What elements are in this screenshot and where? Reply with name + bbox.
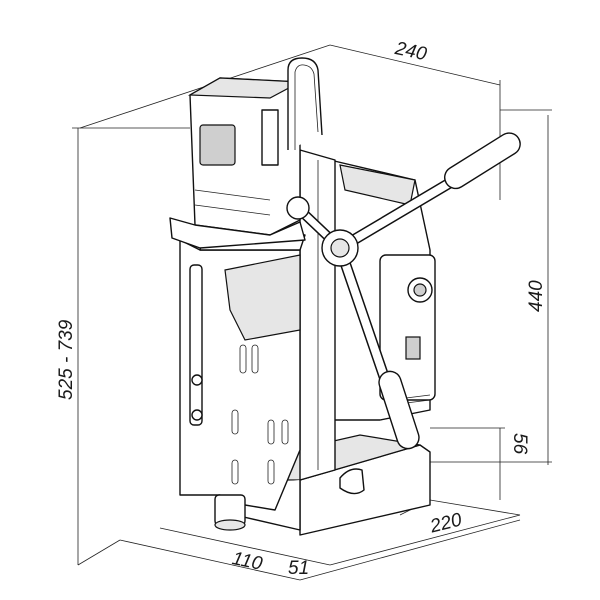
magnetic-drill-machine: [169, 57, 521, 536]
dim-offset: 51: [288, 558, 309, 579]
dim-base-width: 110: [230, 548, 264, 575]
handle-grip-lower: [378, 370, 420, 450]
motor-grip: [261, 109, 279, 166]
motor-label-panel: [199, 124, 236, 166]
dim-height-column: 440: [526, 280, 547, 312]
carry-handle: [287, 57, 323, 150]
handle-knob-left: [286, 196, 310, 220]
handle-grip-upper: [444, 132, 521, 190]
motor-base-plate: [169, 217, 306, 249]
vent-slots: [231, 344, 289, 485]
base-handle: [339, 468, 365, 495]
dim-total-height: 525 - 739: [56, 319, 77, 400]
dimension-lines: [72, 44, 552, 581]
dim-base-height: 56: [509, 433, 530, 455]
power-switch: [405, 336, 421, 360]
feed-handles: [286, 132, 521, 450]
depth-scale: [189, 264, 203, 426]
dim-base-depth: 220: [427, 509, 464, 537]
